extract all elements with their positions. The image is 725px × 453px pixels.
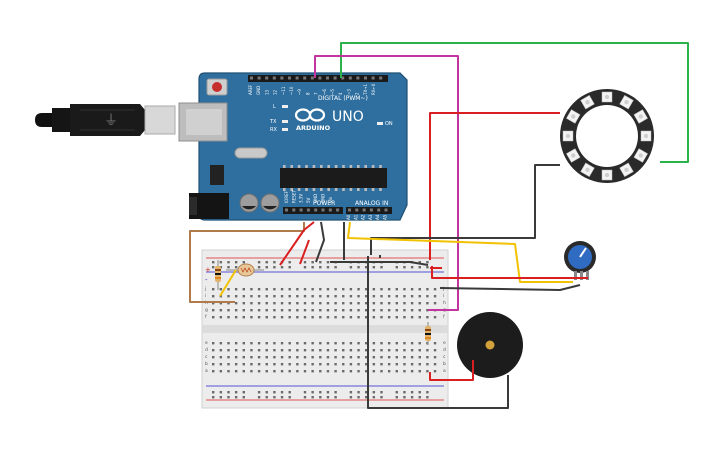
potentiometer[interactable] bbox=[564, 241, 596, 280]
pin-label: ~9 bbox=[297, 89, 302, 95]
piezo-buzzer[interactable] bbox=[457, 312, 523, 378]
pin-label: ~3 bbox=[346, 89, 351, 95]
row-label: f bbox=[205, 314, 207, 320]
pin-label: 13 bbox=[264, 89, 269, 95]
atmega-chip bbox=[280, 168, 387, 188]
pin-label: ~6 bbox=[322, 89, 327, 95]
pin-label: RESET bbox=[291, 190, 296, 203]
led-rx-label: RX bbox=[270, 127, 277, 133]
wire-black-pot2[interactable] bbox=[439, 284, 581, 291]
board-model: UNO bbox=[332, 109, 364, 125]
pin-label: A4 bbox=[375, 214, 380, 220]
pin-label: GND bbox=[321, 194, 326, 203]
pin-label: 2 bbox=[355, 92, 360, 95]
pin-label: A0 bbox=[346, 214, 351, 220]
wires bbox=[189, 42, 689, 409]
pin-label: 7 bbox=[314, 92, 319, 95]
row-label: c bbox=[443, 355, 446, 360]
row-label: f bbox=[443, 314, 445, 320]
row-label: i bbox=[443, 293, 444, 299]
row-label: g bbox=[205, 308, 208, 313]
pin-label: AREF bbox=[248, 84, 253, 95]
row-label: e bbox=[443, 341, 446, 346]
board-logo-text: ARDUINO bbox=[296, 124, 331, 132]
neopixel-ring[interactable] bbox=[560, 89, 654, 183]
pin-label: 3.3V bbox=[299, 194, 304, 203]
photoresistor[interactable] bbox=[226, 263, 264, 277]
pin-label: ~5 bbox=[330, 89, 335, 95]
pin-label: TX→1 bbox=[363, 83, 368, 96]
pin-label: ~11 bbox=[281, 86, 286, 95]
wire-black-ring[interactable] bbox=[370, 164, 560, 255]
wire-black-gnd[interactable] bbox=[315, 221, 325, 263]
row-label: c bbox=[205, 355, 208, 360]
pin-label: Vin bbox=[328, 196, 333, 203]
led-tx-label: TX bbox=[269, 119, 277, 125]
wire-yellow-a1[interactable] bbox=[347, 221, 573, 283]
row-label: e bbox=[205, 341, 208, 346]
led-l-label: L bbox=[273, 104, 276, 110]
row-label: a bbox=[205, 369, 208, 374]
pin-label: GND bbox=[256, 86, 261, 95]
wire-brown[interactable] bbox=[189, 222, 305, 303]
usb-cable: ⏚ bbox=[35, 104, 176, 136]
row-label: h bbox=[443, 300, 446, 306]
pin-label: A3 bbox=[368, 214, 373, 220]
row-label: a bbox=[443, 369, 446, 374]
pin-label: A1 bbox=[353, 214, 358, 220]
row-label: i bbox=[205, 293, 206, 299]
analog-header-label: ANALOG IN bbox=[355, 200, 388, 207]
pin-label: GND bbox=[313, 194, 318, 203]
wire-green[interactable] bbox=[340, 42, 689, 163]
wire-black-main[interactable] bbox=[367, 256, 509, 409]
row-label: b bbox=[443, 361, 446, 367]
power-header-label: POWER bbox=[313, 200, 335, 207]
row-label: b bbox=[205, 361, 208, 367]
resistor-ldr[interactable] bbox=[215, 260, 221, 290]
row-label: d bbox=[443, 347, 446, 353]
resistor-buzzer[interactable] bbox=[425, 322, 431, 345]
wire-red-buzzer[interactable] bbox=[429, 360, 474, 381]
crystal bbox=[234, 147, 268, 159]
wire-magenta[interactable] bbox=[314, 55, 459, 311]
pin-label: 5V bbox=[306, 197, 311, 203]
pin-label: A5 bbox=[383, 214, 388, 220]
led-on-label: ON bbox=[385, 121, 393, 127]
pin-label: A2 bbox=[361, 214, 366, 220]
pin-label: 4 bbox=[338, 92, 343, 95]
pin-label: RX←0 bbox=[371, 83, 376, 95]
pin-label: IOREF bbox=[284, 190, 289, 203]
usb-icon: ⏚ bbox=[104, 113, 118, 129]
rail-minus-label: - bbox=[205, 276, 208, 284]
digital-header-label: DIGITAL (PWM~) bbox=[318, 95, 368, 102]
pin-label: ~10 bbox=[289, 86, 294, 95]
wire-red-5v[interactable] bbox=[279, 221, 315, 266]
wire-red-ring[interactable] bbox=[429, 112, 560, 260]
wire-red-pot[interactable] bbox=[431, 266, 588, 279]
pin-label: 8 bbox=[305, 92, 310, 95]
row-label: d bbox=[205, 347, 208, 353]
arduino-logo-icon bbox=[294, 108, 326, 122]
rail-plus-label: + bbox=[205, 266, 211, 274]
wire-red-short[interactable] bbox=[299, 239, 310, 265]
wire-yellow-ldr[interactable] bbox=[219, 269, 237, 297]
pin-label: 12 bbox=[273, 89, 278, 95]
wire-black-pot[interactable] bbox=[330, 261, 429, 266]
row-label: j bbox=[204, 286, 206, 292]
